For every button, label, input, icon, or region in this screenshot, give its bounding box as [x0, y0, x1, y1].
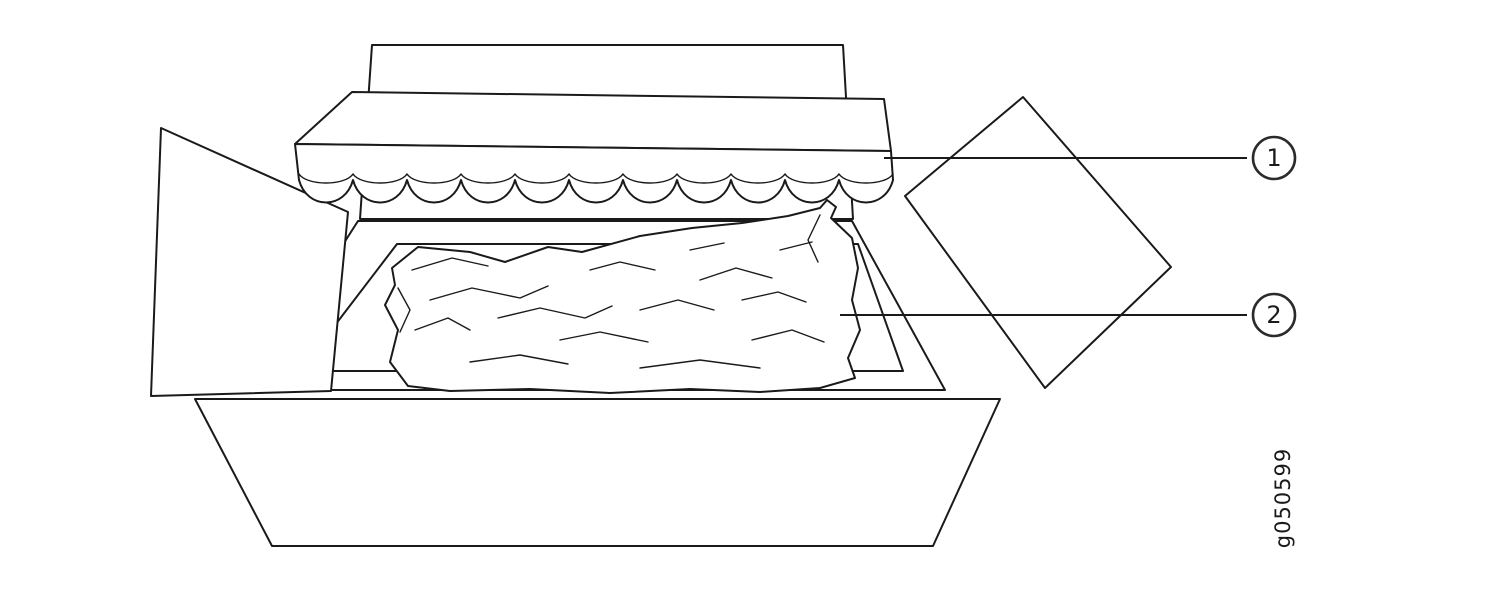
box-right-flap	[904, 96, 1172, 389]
box-body	[194, 398, 1001, 547]
figure-id-label: g050599	[1271, 448, 1295, 549]
callout-1: 1	[884, 135, 1297, 181]
foam-wave-line	[298, 173, 894, 184]
bag-crinkle-lines	[397, 214, 825, 369]
callout-1-label: 1	[1266, 144, 1281, 172]
foam-top-face	[294, 91, 892, 152]
foam-front-face	[294, 143, 894, 204]
box-left-flap	[150, 127, 349, 397]
callout-2-label: 2	[1266, 301, 1281, 329]
callout-2: 2	[840, 292, 1297, 338]
wrapped-device	[384, 199, 861, 394]
callout-2-circle	[1251, 292, 1297, 338]
bag-outline	[384, 199, 861, 394]
callout-1-circle	[1251, 135, 1297, 181]
packing-foam	[294, 91, 894, 204]
